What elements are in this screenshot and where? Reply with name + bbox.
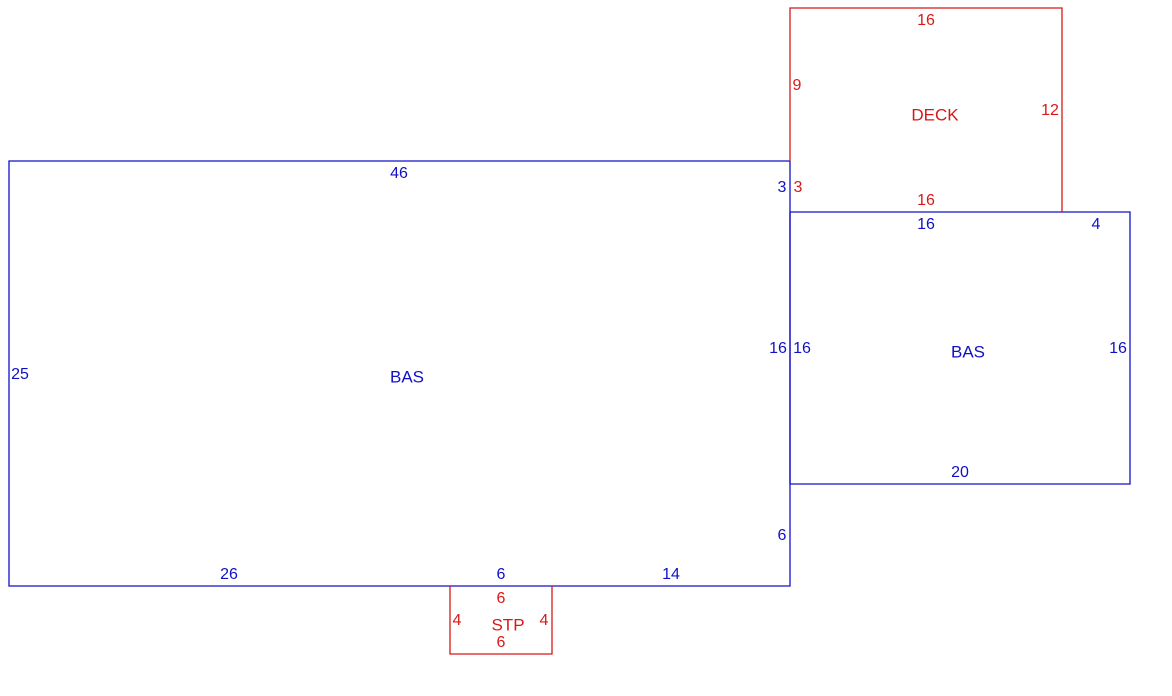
- bas-wing-bottom-dimension: 20: [951, 464, 969, 481]
- bas-main-bottom-right-dimension: 14: [662, 566, 680, 583]
- deck-left-lower-dimension: 3: [794, 179, 803, 196]
- bas-wing-right-dimension: 16: [1109, 340, 1127, 357]
- stoop-left-dimension: 4: [453, 612, 462, 629]
- stoop-right-dimension: 4: [540, 612, 549, 629]
- deck-top-dimension: 16: [917, 12, 935, 29]
- deck-area-label: DECK: [911, 105, 959, 124]
- stoop-top-dimension: 6: [497, 590, 506, 607]
- bas-main-bottom-left-dimension: 26: [220, 566, 238, 583]
- deck-bottom-dimension: 16: [917, 192, 935, 209]
- bas-main-right-upper-dimension: 3: [778, 179, 787, 196]
- bas-wing-area-label: BAS: [951, 342, 985, 361]
- bas-main-area-label: BAS: [390, 367, 424, 386]
- bas-main-right-lower-dimension: 6: [778, 527, 787, 544]
- bas-wing-top-right-dimension: 4: [1092, 216, 1101, 233]
- bas-main-right-mid-dimension: 16: [769, 340, 787, 357]
- bas-wing-left-dimension: 16: [793, 340, 811, 357]
- deck-right-dimension: 12: [1041, 102, 1059, 119]
- bas-wing-top-dimension: 16: [917, 216, 935, 233]
- bas-main-outline: [8, 160, 791, 587]
- bas-main-top-dimension: 46: [390, 165, 408, 182]
- bas-main-bottom-mid-dimension: 6: [497, 566, 506, 583]
- bas-main-left-dimension: 25: [11, 366, 29, 383]
- deck-left-upper-dimension: 9: [793, 77, 802, 94]
- deck-outline: [789, 7, 1063, 212]
- stoop-outline: [449, 586, 553, 655]
- stoop-bottom-dimension: 6: [497, 634, 506, 651]
- stoop-area-label: STP: [491, 615, 524, 634]
- bas-wing-outline: [789, 211, 1131, 485]
